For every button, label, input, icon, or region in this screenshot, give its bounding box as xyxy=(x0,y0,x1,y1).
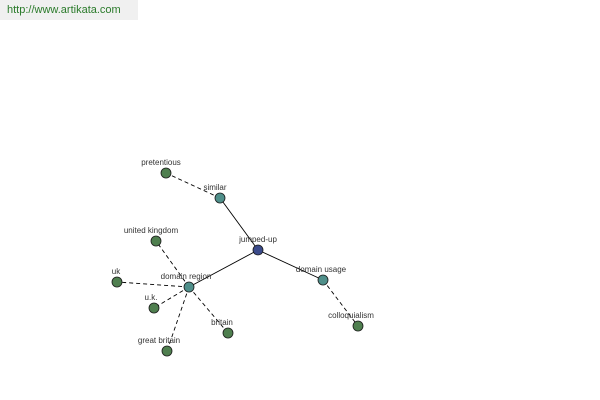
node-pretentious[interactable] xyxy=(160,167,172,179)
node-similar[interactable] xyxy=(214,192,226,204)
node-label-great-britain[interactable]: great britain xyxy=(138,336,180,345)
edge-domain-usage-to-colloquialism xyxy=(322,279,359,327)
node-label-pretentious[interactable]: pretentious xyxy=(141,158,181,167)
node-label-britain[interactable]: britain xyxy=(211,318,233,327)
node-jumped-up[interactable] xyxy=(252,244,264,256)
node-uk[interactable] xyxy=(111,276,123,288)
node-label-colloquialism[interactable]: colloquialism xyxy=(328,311,374,320)
node-domain-usage[interactable] xyxy=(317,274,329,286)
edge-domain-region-to-u-k xyxy=(153,286,190,309)
node-label-uk[interactable]: uk xyxy=(112,267,121,276)
edge-jumped-up-to-domain-usage xyxy=(257,249,324,281)
edge-domain-region-to-britain xyxy=(188,286,229,334)
edge-similar-to-pretentious xyxy=(165,172,221,199)
node-label-jumped-up[interactable]: jumped-up xyxy=(238,235,277,244)
site-url-banner[interactable]: http://www.artikata.com xyxy=(0,0,138,20)
node-great-britain[interactable] xyxy=(161,345,173,357)
graph-edges xyxy=(116,172,359,352)
node-colloquialism[interactable] xyxy=(352,320,364,332)
node-label-domain-usage[interactable]: domain usage xyxy=(296,265,347,274)
edge-domain-region-to-uk xyxy=(116,281,190,288)
graph-labels: jumped-up similar domain region domain usag… xyxy=(112,158,374,345)
edge-domain-region-to-united-kingdom xyxy=(155,240,190,288)
node-label-similar[interactable]: similar xyxy=(203,183,226,192)
site-url-text[interactable]: http://www.artikata.com xyxy=(7,4,121,16)
node-label-domain-region[interactable]: domain region xyxy=(161,272,212,281)
node-label-u-k[interactable]: u.k. xyxy=(145,293,158,302)
node-u-k[interactable] xyxy=(148,302,160,314)
edge-jumped-up-to-domain-region xyxy=(188,249,259,288)
node-domain-region[interactable] xyxy=(183,281,195,293)
edge-jumped-up-to-similar xyxy=(219,197,259,251)
node-britain[interactable] xyxy=(222,327,234,339)
node-label-united-kingdom[interactable]: united kingdom xyxy=(124,226,179,235)
graph-nodes xyxy=(111,167,364,357)
edge-domain-region-to-great-britain xyxy=(166,286,190,352)
node-united-kingdom[interactable] xyxy=(150,235,162,247)
